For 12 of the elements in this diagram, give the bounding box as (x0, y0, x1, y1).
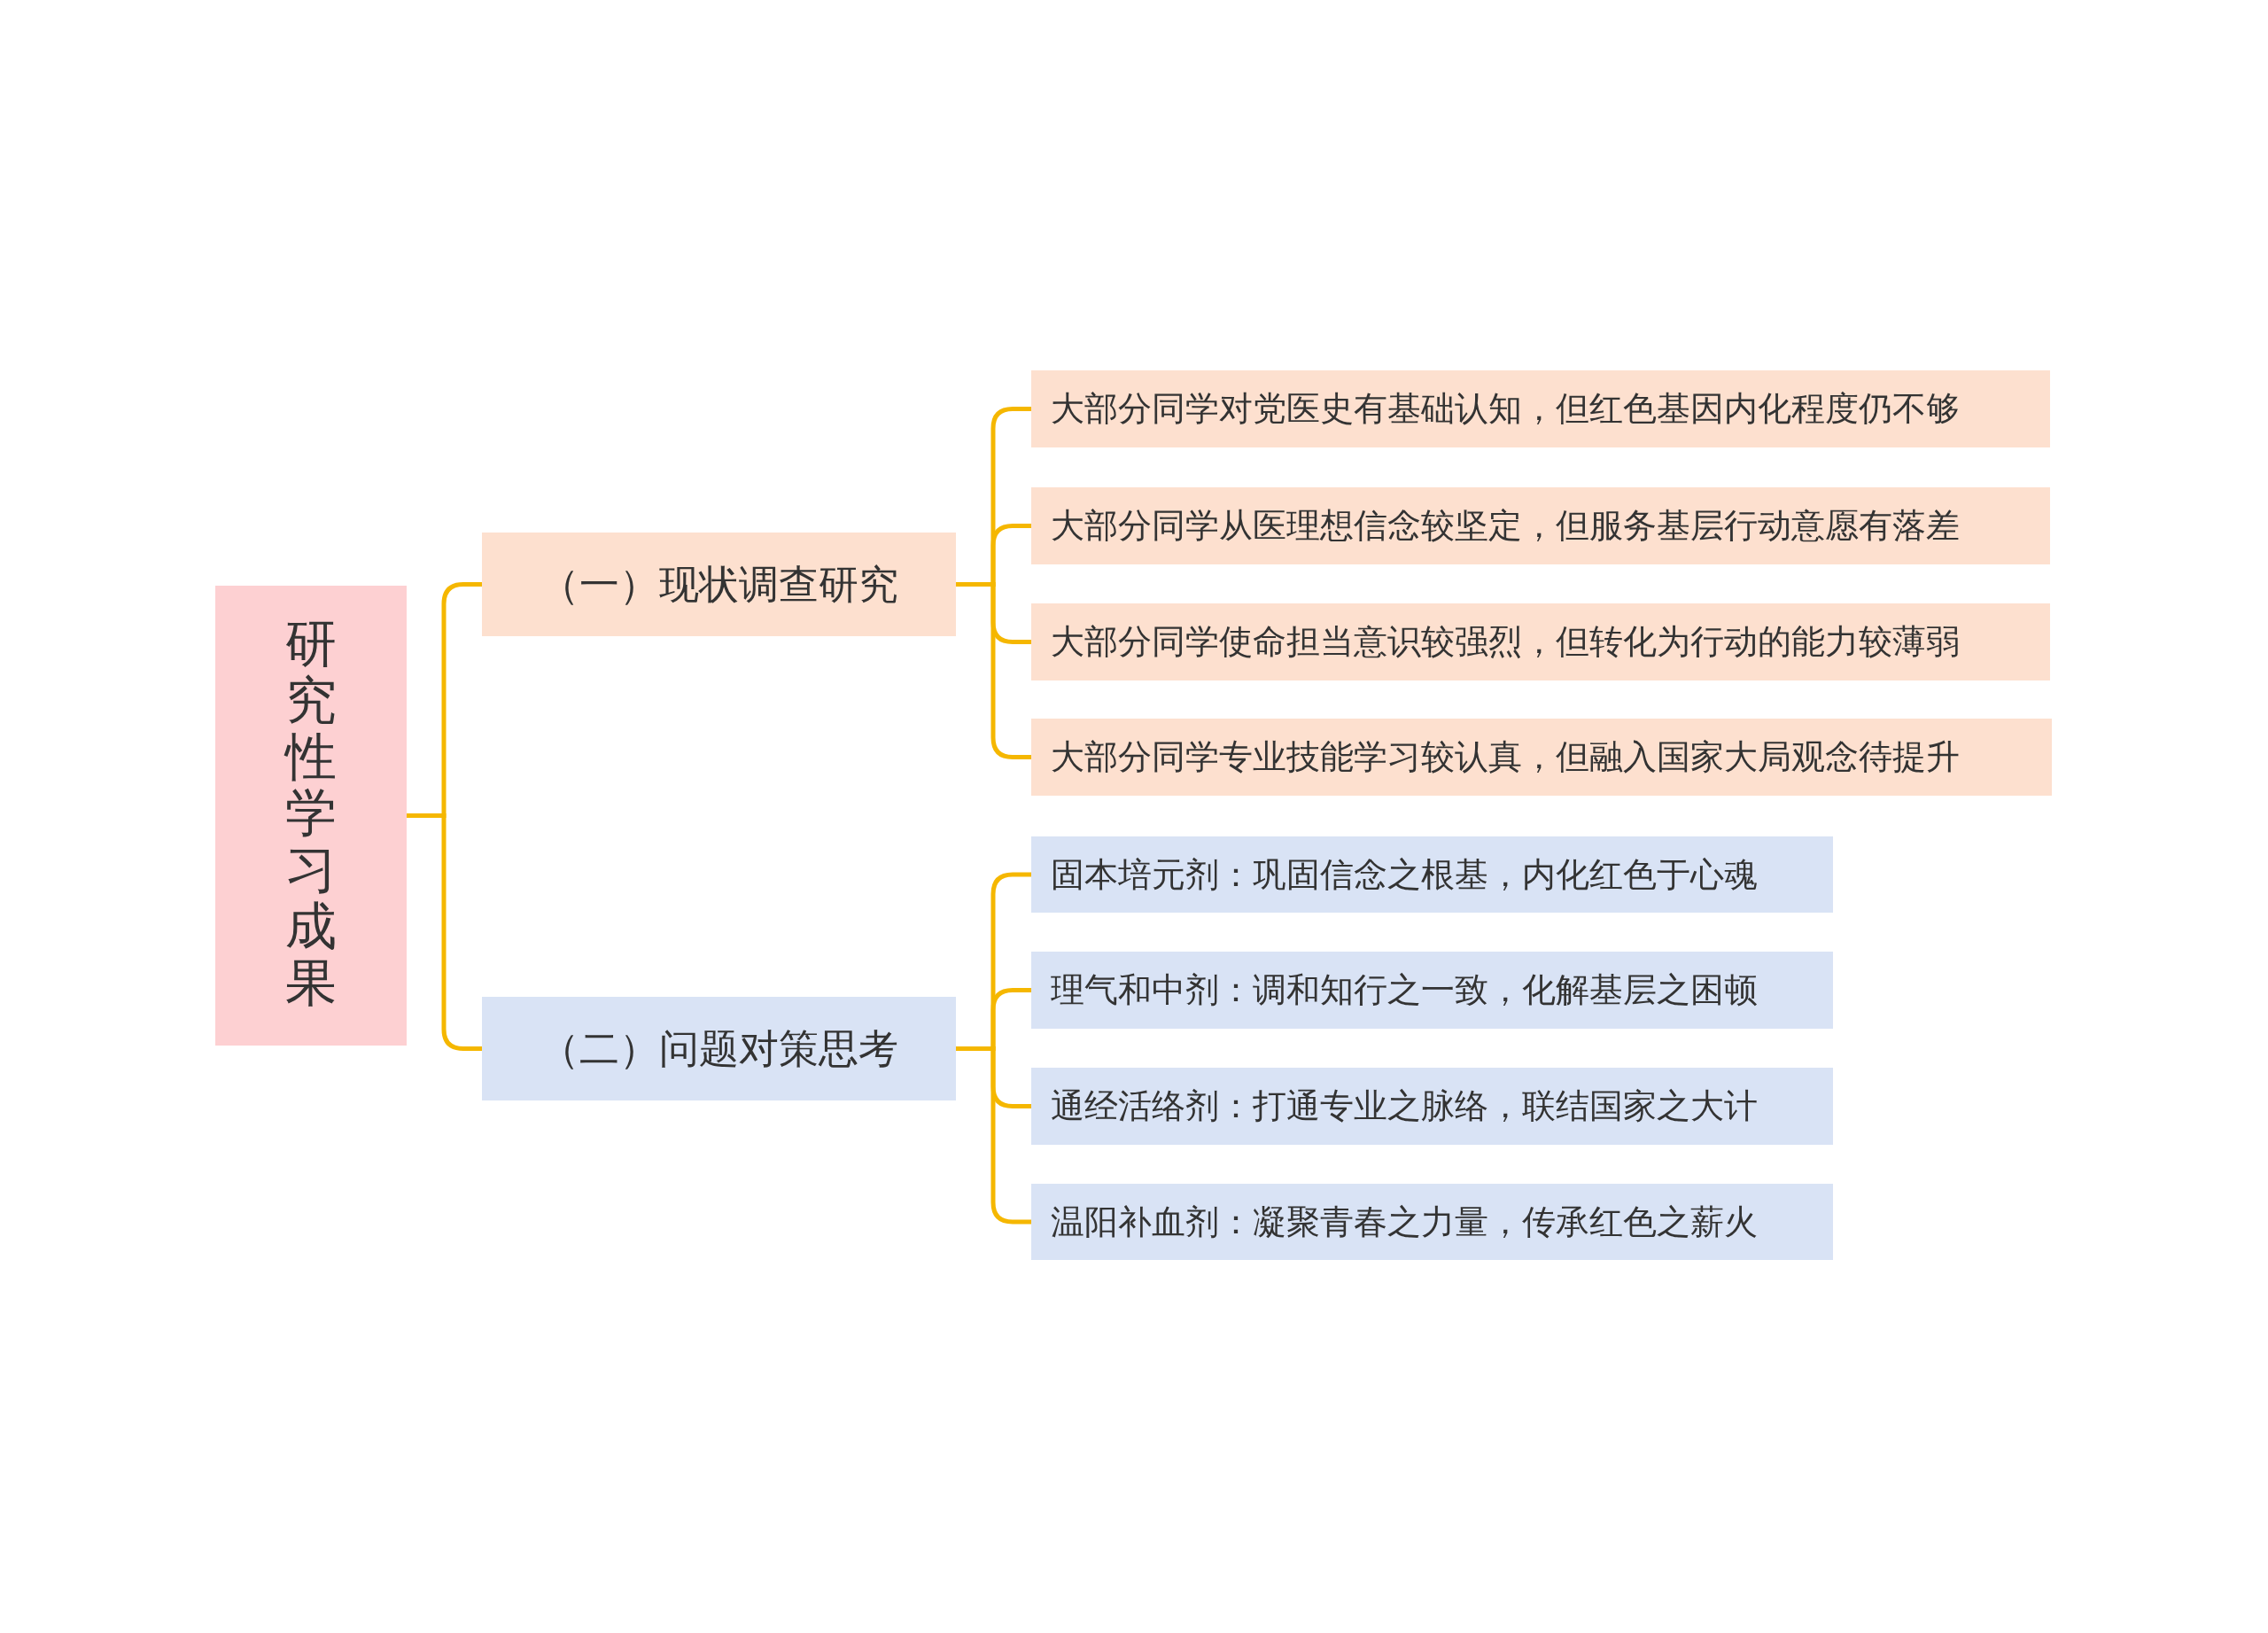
connector-line (956, 1046, 1031, 1225)
subtopic-box: 大部分同学从医理想信念较坚定，但服务基层行动意愿有落差 (1031, 487, 2050, 564)
root-topic-box: 研究性学习成果 (215, 586, 407, 1046)
subtopic-box: 大部分同学专业技能学习较认真，但融入国家大局观念待提升 (1031, 719, 2052, 796)
subtopic-box: 通经活络剂：打通专业之脉络，联结国家之大计 (1031, 1068, 1833, 1145)
topic-box: （一）现状调查研究 (482, 533, 956, 636)
subtopic-box: 大部分同学对党医史有基础认知，但红色基因内化程度仍不够 (1031, 370, 2050, 447)
subtopic-box: 大部分同学使命担当意识较强烈，但转化为行动的能力较薄弱 (1031, 603, 2050, 680)
topic-box: （二）问题对策思考 (482, 997, 956, 1100)
subtopic-box: 理气和中剂：调和知行之一致，化解基层之困顿 (1031, 952, 1833, 1029)
subtopic-box: 固本培元剂：巩固信念之根基，内化红色于心魂 (1031, 836, 1833, 913)
subtopic-box: 温阳补血剂：凝聚青春之力量，传承红色之薪火 (1031, 1184, 1833, 1260)
